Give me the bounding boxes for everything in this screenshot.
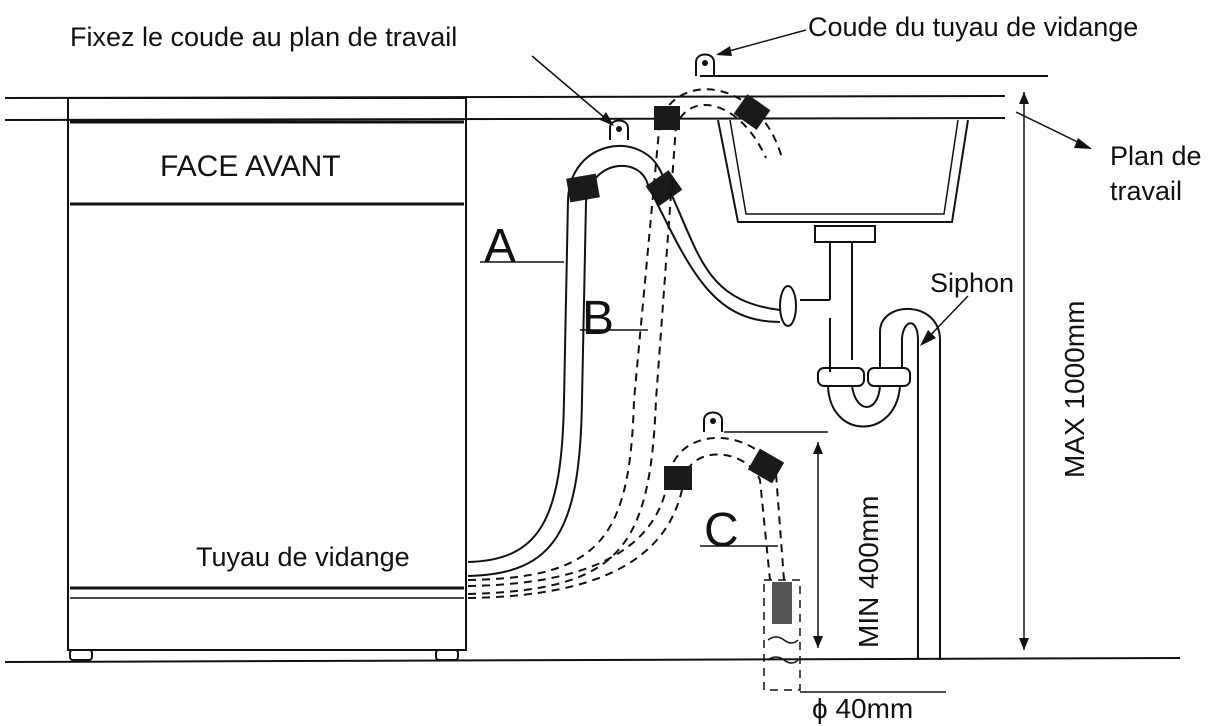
leader-drain-elbow [717, 29, 807, 55]
foot-left [69, 649, 93, 661]
dishwasher [67, 97, 467, 661]
floor-line [4, 657, 1181, 663]
label-max-height: MAX 1000mm [1059, 301, 1090, 478]
foot-right [435, 649, 459, 661]
hose-b-band-left [654, 106, 680, 130]
label-front: FACE AVANT [160, 150, 341, 183]
hose-c-band-left [664, 466, 692, 490]
hose-a [467, 145, 781, 577]
label-drain-elbow: Coude du tuyau de vidange [808, 12, 1138, 42]
label-diameter: ϕ 40mm [812, 693, 913, 724]
hose-b [467, 88, 783, 595]
label-a: A [484, 220, 516, 273]
label-c: C [704, 504, 739, 557]
max-dimension-line [1019, 92, 1029, 650]
hose-a-band-left [566, 173, 600, 203]
sink [717, 119, 969, 360]
standpipe [763, 579, 801, 691]
label-worktop: Plan de travail [1110, 141, 1209, 206]
elbow-hook-b [695, 53, 715, 76]
elbow-hook-a [609, 119, 629, 140]
siphon [779, 285, 941, 660]
label-hose: Tuyau de vidange [196, 542, 410, 572]
label-b: B [582, 292, 614, 345]
min-dimension-line [724, 431, 828, 648]
hose-c [467, 437, 785, 599]
elbow-hook-c [703, 411, 723, 432]
hose-c-band-right [747, 448, 785, 484]
hose-b-band-right [733, 94, 771, 130]
label-min-height: MIN 400mm [853, 496, 884, 648]
label-siphon: Siphon [930, 268, 1014, 298]
leader-fix-elbow [531, 55, 613, 125]
hose-a-band-right [645, 170, 683, 206]
label-fix-elbow: Fixez le coude au plan de travail [70, 22, 457, 52]
